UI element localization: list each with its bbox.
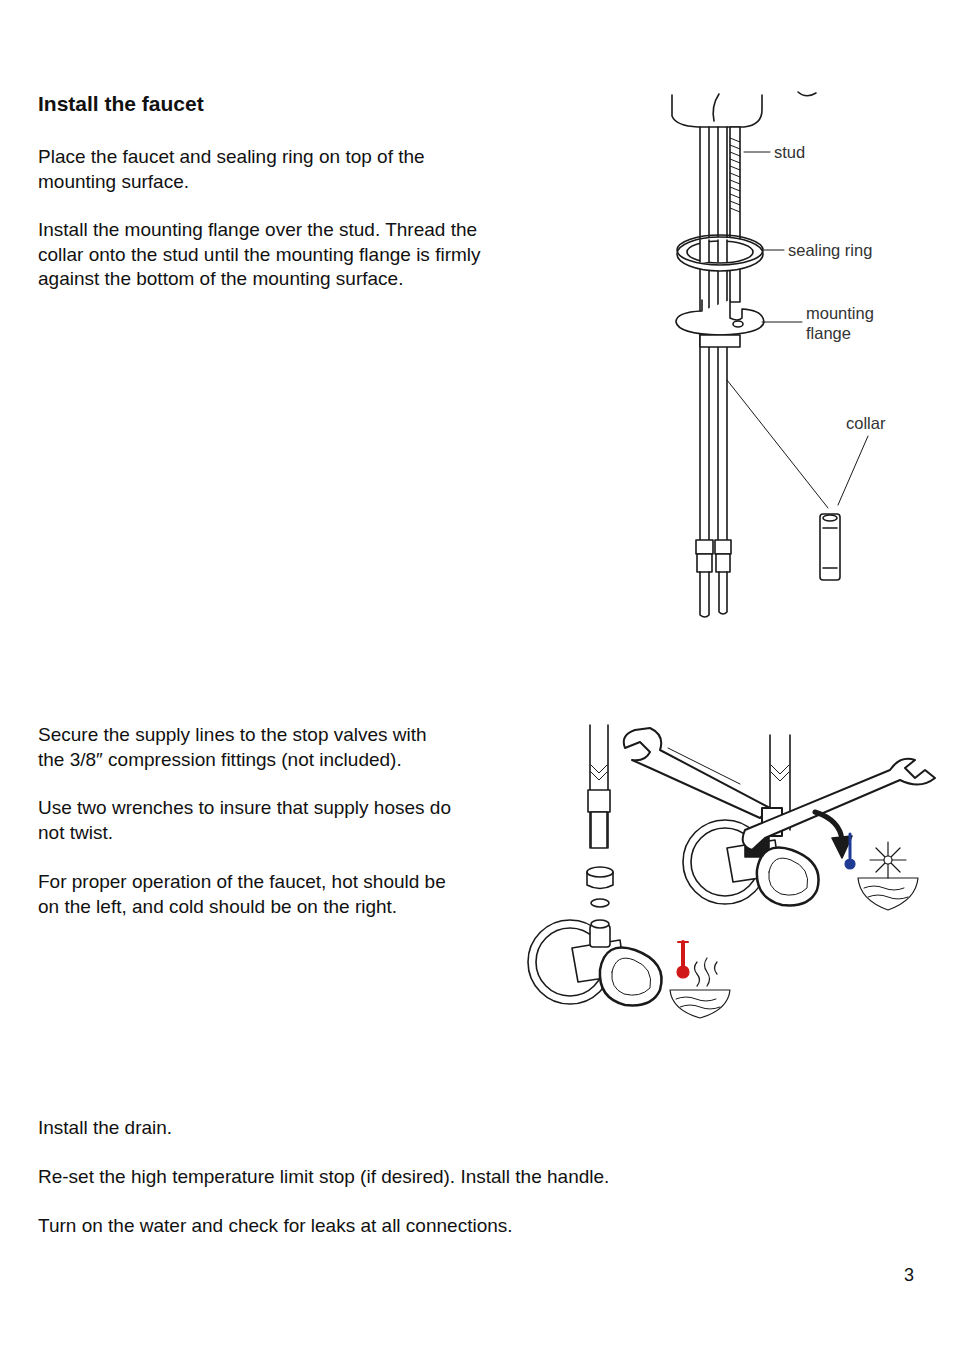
sealing-ring-part: [717, 240, 719, 262]
faucet-body-part: [798, 92, 816, 96]
hot-stop-valve: [528, 725, 662, 1005]
leader-lines-part: [838, 436, 868, 505]
sealing-ring-part: [700, 240, 709, 262]
mounting-flange: [676, 300, 764, 347]
leader-lines-part: [764, 250, 784, 251]
cold-stop-valve-part: [769, 858, 808, 895]
hot-stop-valve-part: [591, 812, 607, 848]
supply-tubes-part: [719, 572, 727, 614]
instruction-text: Place the faucet and sealing ring on top…: [38, 145, 488, 194]
hot-symbol-part: [695, 958, 718, 986]
supply-tubes-part: [700, 572, 709, 617]
cold-symbol-part: [884, 856, 892, 864]
threaded-stud: [730, 127, 740, 302]
hot-stop-valve-part: [587, 867, 613, 877]
instruction-text: Re-set the high temperature limit stop (…: [38, 1165, 758, 1190]
wrenches-part: [743, 759, 935, 850]
collar-part: [823, 515, 837, 521]
part-label: mounting flange: [806, 303, 906, 343]
instruction-text: Install the mounting flange over the stu…: [38, 218, 498, 292]
hot-stop-valve-part: [591, 899, 609, 907]
hot-stop-valve-part: [600, 948, 662, 1006]
part-label: sealing ring: [788, 240, 898, 260]
cold-symbol-part: [864, 886, 908, 899]
cold-symbol-part: [870, 842, 906, 878]
sealing-ring-part: [699, 240, 701, 262]
cold-symbol: [845, 834, 918, 910]
instruction-text: Secure the supply lines to the stop valv…: [38, 723, 458, 772]
cold-symbol-part: [858, 878, 918, 910]
instruction-text: Use two wrenches to insure that supply h…: [38, 796, 458, 845]
cold-stop-valve-part: [771, 765, 789, 781]
hot-stop-valve-part: [612, 958, 651, 995]
hot-stop-valve-part: [591, 920, 609, 928]
mounting-flange-part: [733, 321, 743, 327]
faucet-body: [672, 92, 816, 127]
wrenches-part: [668, 748, 740, 784]
leader-lines-part: [762, 322, 802, 323]
supply-tubes: [696, 127, 731, 617]
hot-symbol: [670, 942, 730, 1018]
faucet-body-part: [713, 94, 719, 121]
instruction-text: For proper operation of the faucet, hot …: [38, 870, 458, 919]
hot-symbol-part: [676, 997, 720, 1009]
supply-tubes-part: [716, 554, 730, 572]
part-label: collar: [846, 413, 916, 433]
mounting-flange-part: [676, 300, 764, 335]
hot-stop-valve-part: [587, 872, 613, 889]
section-heading: Install the faucet: [38, 92, 204, 116]
hot-symbol-part: [677, 966, 689, 978]
mounting-flange-part: [700, 335, 740, 347]
instruction-text: Install the drain.: [38, 1116, 638, 1141]
faucet-body-part: [672, 95, 762, 127]
sealing-ring-part: [677, 237, 763, 271]
collar-part: [823, 527, 837, 529]
sealing-ring-part: [718, 240, 727, 262]
wrenches-part: [624, 728, 770, 818]
turn-arrow: [815, 812, 842, 840]
hot-symbol-part: [678, 941, 688, 943]
leader-lines-part: [727, 380, 828, 508]
supply-tubes-part: [697, 554, 712, 572]
sealing-ring-part: [687, 241, 753, 263]
cold-stop-valve-part: [757, 848, 819, 906]
leader-lines-part: [744, 152, 770, 153]
wrenches: [624, 728, 935, 850]
threaded-stud-part: [730, 138, 740, 212]
hot-stop-valve-part: [590, 725, 608, 848]
sealing-ring-part: [726, 240, 728, 262]
instruction-text: Turn on the water and check for leaks at…: [38, 1214, 758, 1239]
hot-symbol-part: [670, 990, 730, 1018]
sealing-ring-part: [708, 240, 710, 262]
sealing-ring-part: [677, 235, 763, 265]
collar: [820, 514, 840, 580]
collar-part: [820, 514, 840, 580]
supply-tubes-part: [715, 540, 731, 554]
collar-part: [823, 567, 837, 569]
sealing-ring: [677, 235, 763, 271]
supply-tubes-part: [696, 540, 713, 554]
hot-symbol-part: [681, 942, 685, 968]
threaded-stud-part: [730, 127, 740, 302]
page-number: 3: [904, 1263, 934, 1288]
hot-stop-valve-part: [588, 790, 610, 812]
part-label: stud: [774, 142, 844, 162]
cold-symbol-part: [849, 834, 852, 858]
cold-symbol-part: [845, 859, 855, 869]
hot-stop-valve-part: [591, 765, 607, 780]
